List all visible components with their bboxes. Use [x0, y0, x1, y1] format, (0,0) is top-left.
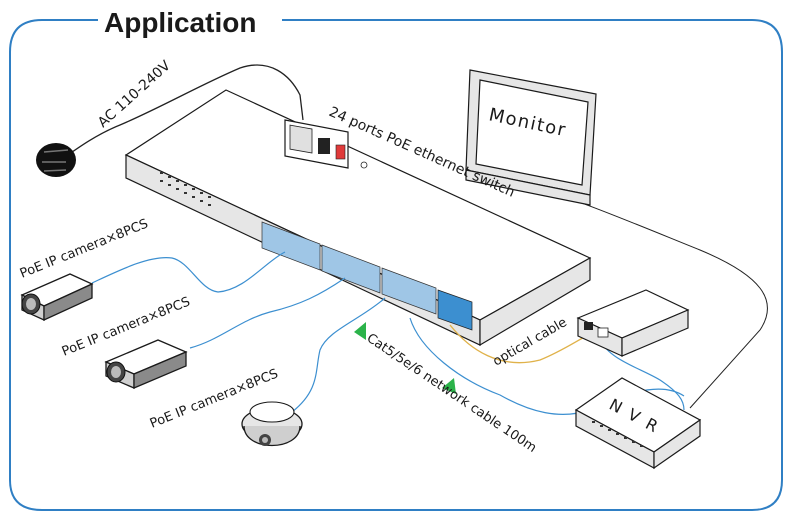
monitor: Monitor: [465, 69, 597, 206]
camera-1-label: PoE IP camera×8PCS: [18, 217, 151, 282]
camera-3-cable: [291, 297, 386, 413]
dome-camera-icon: [241, 401, 303, 446]
media-converter: [576, 289, 690, 357]
nvr-device: N V R: [574, 377, 702, 470]
diagram-frame: [9, 19, 783, 511]
converter-to-nvr-cable: [599, 339, 685, 411]
optical-cable-line: [449, 324, 589, 364]
camera-1-cable: [91, 251, 286, 293]
camera-2-cable: [189, 277, 346, 349]
direction-arrow-icon: [354, 322, 366, 340]
bullet-camera-icon: [104, 339, 188, 389]
power-plug-icon: [36, 64, 304, 177]
direction-arrow-icon: [442, 378, 456, 394]
poe-switch: [124, 89, 592, 347]
switch-led-panel: [160, 172, 211, 206]
power-label: AC 110-240V: [95, 57, 174, 130]
diagram-title: Application: [104, 7, 256, 38]
bullet-camera-icon: [20, 273, 94, 322]
switch-port-row: [261, 221, 437, 315]
